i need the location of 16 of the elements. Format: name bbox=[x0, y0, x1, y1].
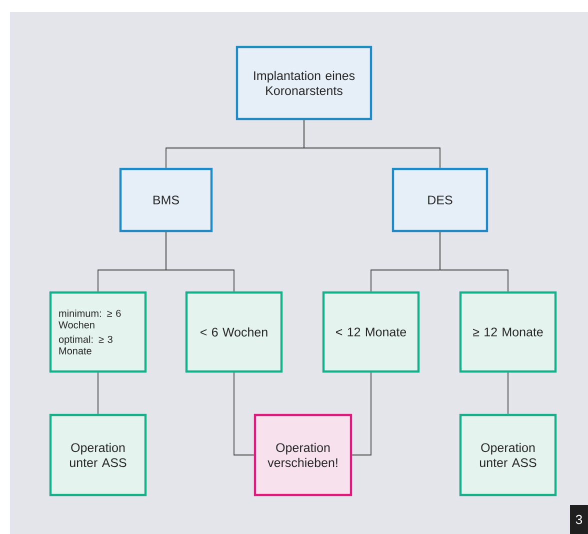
warning-box: Operation verschieben! bbox=[254, 414, 352, 496]
condition-box: ≥ 12 Monate bbox=[459, 291, 557, 373]
connector-line bbox=[166, 232, 234, 292]
condition-box: minimum: ≥ 6 Wochen optimal: ≥ 3 Monate bbox=[49, 291, 147, 373]
process-box: BMS bbox=[119, 168, 213, 232]
figure-number: 3 bbox=[570, 505, 588, 534]
connector-line bbox=[440, 232, 508, 292]
condition-box: < 12 Monate bbox=[322, 291, 420, 373]
connector-line bbox=[352, 372, 372, 456]
condition-box: < 6 Wochen bbox=[185, 291, 283, 373]
process-box: DES bbox=[392, 168, 488, 232]
connector-line bbox=[234, 372, 254, 456]
condition-box: Operation unter ASS bbox=[49, 414, 147, 496]
connector-line bbox=[304, 120, 440, 168]
condition-box: Operation unter ASS bbox=[459, 414, 557, 496]
process-box: Implantation eines Koronarstents bbox=[236, 46, 372, 120]
